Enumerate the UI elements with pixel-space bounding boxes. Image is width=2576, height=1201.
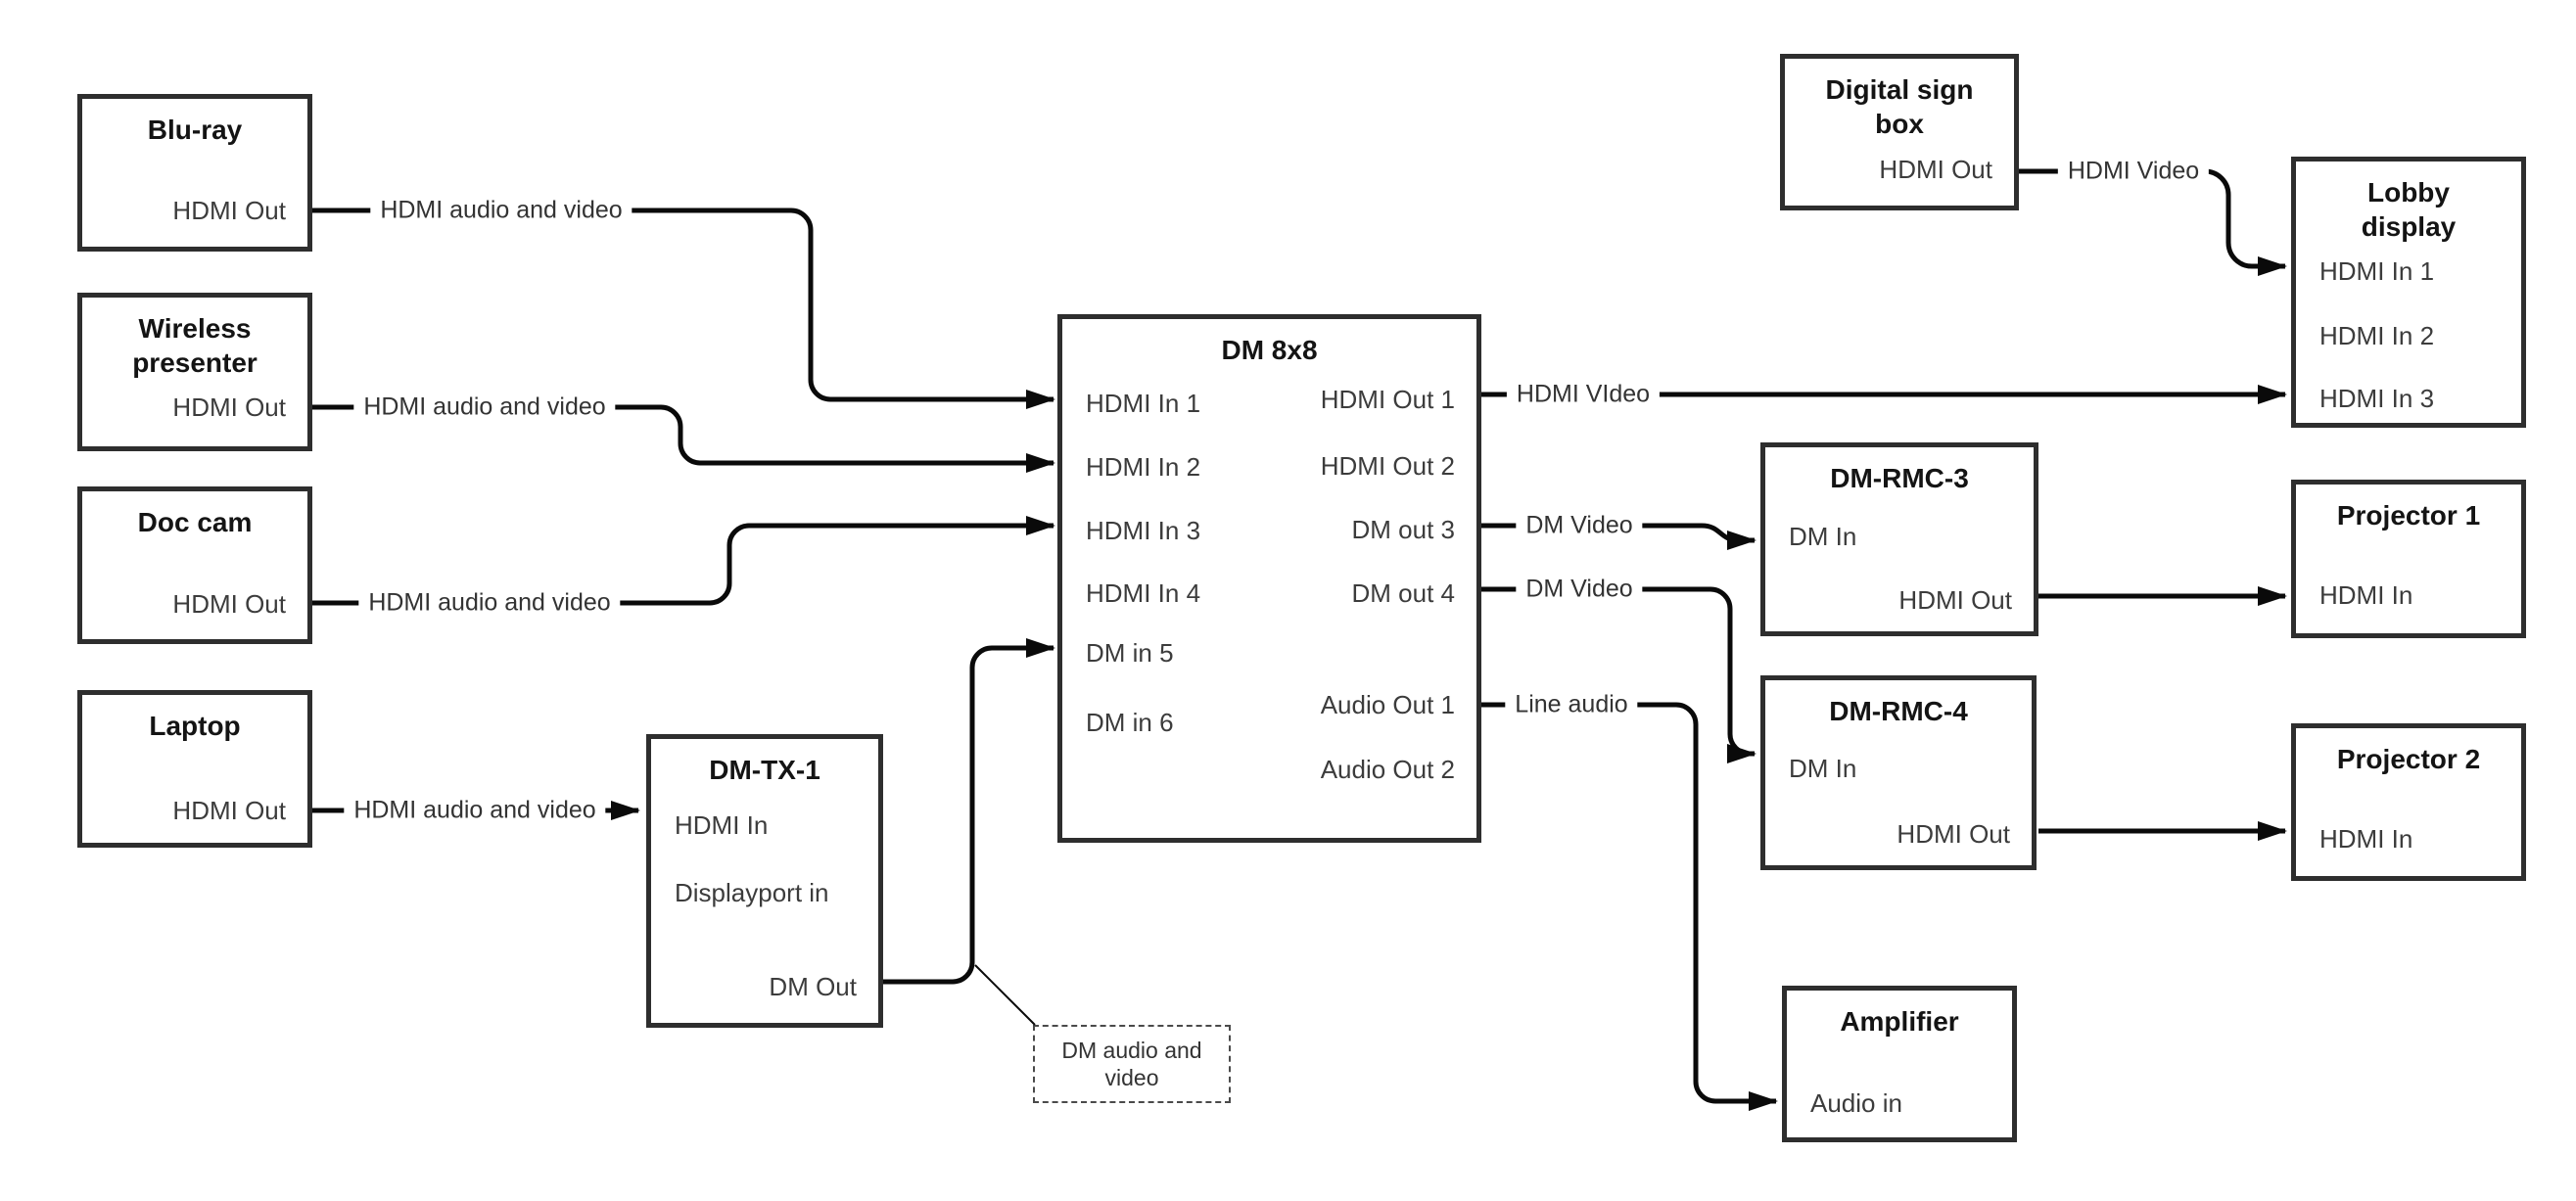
node-dm-rmc-4[interactable]: DM-RMC-4 DM In HDMI Out: [1760, 675, 2037, 870]
port-audio-in: Audio in: [1810, 1088, 1902, 1118]
edge-label-hdmi-audio-video-2: HDMI audio and video: [353, 392, 616, 423]
node-doc-cam[interactable]: Doc cam HDMI Out: [77, 486, 312, 644]
node-title: DM 8x8: [1221, 335, 1318, 365]
port-hdmi-in: HDMI In: [2319, 824, 2413, 854]
edge-label-hdmi-video-out1: HDMI VIdeo: [1506, 379, 1661, 410]
port-hdmi-in-2: HDMI In 2: [2319, 321, 2435, 350]
port-dm-out-4: DM out 4: [1351, 578, 1456, 608]
node-title: DM-TX-1: [709, 755, 820, 785]
port-displayport-in: Displayport in: [675, 878, 829, 907]
port-audio-out-1: Audio Out 1: [1320, 690, 1455, 719]
edge-dm8x8-out4-to-rmc4: [1481, 586, 1756, 763]
edge-label-hdmi-video-sign: HDMI Video: [2057, 156, 2210, 187]
node-title: Lobby display: [2361, 177, 2457, 242]
node-title: Amplifier: [1840, 1006, 1959, 1037]
node-title: Projector 1: [2336, 500, 2481, 531]
port-hdmi-in-1: HDMI In 1: [1086, 389, 1201, 418]
node-title: DM-RMC-4: [1829, 696, 1968, 726]
edge-bluray-to-dm8x8-in1: [312, 208, 1055, 409]
edge-dm8x8-audio1-to-amp: [1481, 702, 1778, 1111]
node-bluray[interactable]: Blu-ray HDMI Out: [77, 94, 312, 252]
edge-label-hdmi-audio-video-3: HDMI audio and video: [358, 587, 621, 619]
port-dm-out-3: DM out 3: [1351, 515, 1456, 544]
port-dm-in-5: DM in 5: [1086, 638, 1174, 668]
node-title: Projector 2: [2336, 744, 2481, 774]
port-hdmi-in: HDMI In: [2319, 580, 2413, 610]
node-title: Laptop: [149, 711, 241, 741]
node-wireless-presenter[interactable]: Wireless presenter HDMI Out: [77, 293, 312, 451]
edge-label-dm-video-out4: DM Video: [1516, 574, 1643, 605]
port-hdmi-out: HDMI Out: [1898, 585, 2012, 615]
edge-label-dm-video-out3: DM Video: [1516, 510, 1643, 541]
port-hdmi-out-1: HDMI Out 1: [1320, 385, 1455, 414]
note-dm-audio-and-video: DM audio and video: [1033, 1025, 1231, 1103]
node-title: Doc cam: [137, 507, 253, 537]
note-callout-line: [974, 964, 1036, 1026]
port-dm-in: DM In: [1789, 522, 1857, 551]
port-hdmi-in-2: HDMI In 2: [1086, 452, 1201, 482]
note-text: DM audio and video: [1061, 1038, 1202, 1090]
edge-label-hdmi-audio-video-1: HDMI audio and video: [370, 195, 632, 226]
node-title: DM-RMC-3: [1830, 463, 1969, 493]
port-audio-out-2: Audio Out 2: [1320, 755, 1455, 784]
node-laptop[interactable]: Laptop HDMI Out: [77, 690, 312, 848]
node-title: Blu-ray: [147, 115, 243, 145]
port-dm-out: DM Out: [769, 972, 857, 1001]
node-projector-1[interactable]: Projector 1 HDMI In: [2291, 480, 2526, 638]
port-hdmi-in-1: HDMI In 1: [2319, 256, 2435, 286]
edge-dmtx1-to-dm8x8-in5: [883, 638, 1055, 985]
node-digital-sign-box[interactable]: Digital sign box HDMI Out: [1780, 54, 2019, 210]
port-hdmi-out: HDMI Out: [172, 589, 286, 619]
port-hdmi-out: HDMI Out: [172, 393, 286, 422]
edge-label-hdmi-audio-video-4: HDMI audio and video: [344, 795, 606, 826]
port-hdmi-out: HDMI Out: [1879, 155, 1992, 184]
port-hdmi-out: HDMI Out: [172, 196, 286, 225]
edge-label-line-audio: Line audio: [1505, 689, 1638, 720]
port-dm-in: DM In: [1789, 754, 1857, 783]
port-hdmi-out-2: HDMI Out 2: [1320, 451, 1455, 481]
port-hdmi-out: HDMI Out: [172, 796, 286, 825]
port-dm-in-6: DM in 6: [1086, 708, 1174, 737]
port-hdmi-in-3: HDMI In 3: [2319, 384, 2435, 413]
node-dm-rmc-3[interactable]: DM-RMC-3 DM In HDMI Out: [1760, 442, 2038, 636]
node-title: Digital sign box: [1825, 74, 1974, 139]
port-hdmi-out: HDMI Out: [1897, 819, 2010, 849]
node-lobby-display[interactable]: Lobby display HDMI In 1 HDMI In 2 HDMI I…: [2291, 157, 2526, 428]
node-dm-8x8[interactable]: DM 8x8 HDMI In 1 HDMI In 2 HDMI In 3 HDM…: [1057, 314, 1481, 843]
node-projector-2[interactable]: Projector 2 HDMI In: [2291, 723, 2526, 881]
node-amplifier[interactable]: Amplifier Audio in: [1782, 986, 2017, 1142]
port-hdmi-in: HDMI In: [675, 810, 769, 840]
node-dm-tx-1[interactable]: DM-TX-1 HDMI In Displayport in DM Out: [646, 734, 883, 1028]
port-hdmi-in-3: HDMI In 3: [1086, 516, 1201, 545]
port-hdmi-in-4: HDMI In 4: [1086, 578, 1201, 608]
node-title: Wireless presenter: [132, 313, 258, 378]
